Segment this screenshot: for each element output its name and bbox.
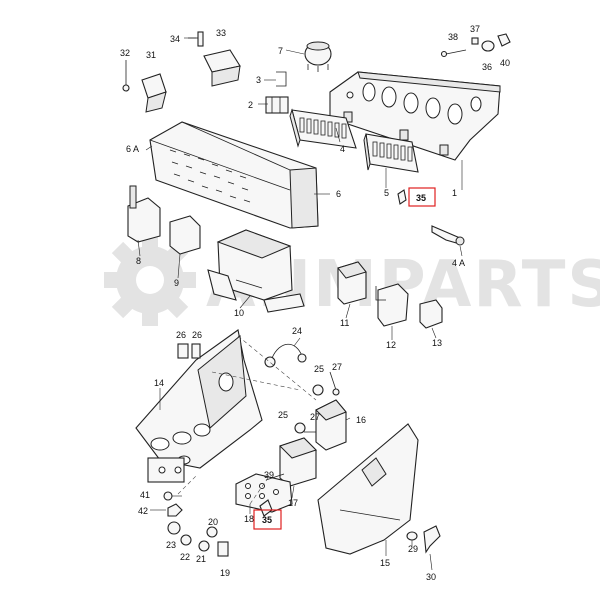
label-4: 4 xyxy=(340,144,345,154)
label-41: 41 xyxy=(140,490,150,500)
label-11: 11 xyxy=(340,318,349,328)
part-24-cable xyxy=(264,343,307,368)
label-12: 12 xyxy=(386,340,396,350)
label-30: 30 xyxy=(426,572,436,582)
label-6: 6 xyxy=(336,189,341,199)
label-27a: 27 xyxy=(332,362,342,372)
label-18: 18 xyxy=(244,514,254,524)
part-38-screw xyxy=(440,49,467,58)
part-19-bolt xyxy=(217,541,229,557)
label-24: 24 xyxy=(292,326,302,336)
label-33: 33 xyxy=(216,28,226,38)
part-37-nut xyxy=(471,37,479,45)
part-20-washer xyxy=(206,526,218,538)
label-35-bottom: 35 xyxy=(262,515,272,525)
part-26-clip-a xyxy=(177,343,189,359)
label-1: 1 xyxy=(452,188,457,198)
highlight-35-top[interactable]: 35 xyxy=(408,187,436,207)
label-17: 17 xyxy=(288,498,298,508)
label-19: 19 xyxy=(220,568,230,578)
part-40-nut xyxy=(497,33,511,47)
part-21-bolt xyxy=(198,540,210,552)
label-42: 42 xyxy=(138,506,148,516)
label-15: 15 xyxy=(380,558,390,568)
label-4a: 4 A xyxy=(452,258,465,268)
part-23-washer xyxy=(180,534,192,546)
part-42-nut xyxy=(167,503,183,517)
label-26b: 26 xyxy=(192,330,202,340)
part-13-relay xyxy=(419,299,443,329)
label-38: 38 xyxy=(448,32,458,42)
part-35-fuse-top xyxy=(397,189,407,205)
part-4-fuse-block xyxy=(289,108,357,149)
label-23: 23 xyxy=(166,540,176,550)
label-40: 40 xyxy=(500,58,510,68)
part-9-relay xyxy=(169,215,201,255)
part-7-flasher xyxy=(304,41,332,72)
label-5: 5 xyxy=(384,188,389,198)
part-32-screw xyxy=(122,60,130,92)
label-10: 10 xyxy=(234,308,244,318)
part-36-cap xyxy=(481,40,495,52)
label-35-top: 35 xyxy=(416,193,426,203)
part-labels: 1 2 3 4 4 A 5 6 6 A 7 8 9 10 11 12 13 14… xyxy=(120,24,510,582)
label-20: 20 xyxy=(208,517,218,527)
label-7: 7 xyxy=(278,46,283,56)
label-37: 37 xyxy=(470,24,480,34)
label-39: 39 xyxy=(264,470,274,480)
label-14: 14 xyxy=(154,378,164,388)
part-6-cover xyxy=(149,121,319,229)
label-9: 9 xyxy=(174,278,179,288)
part-14-bracket xyxy=(135,329,263,483)
label-26a: 26 xyxy=(176,330,186,340)
part-16-relay xyxy=(315,399,347,451)
part-4a-terminal xyxy=(431,225,465,246)
part-27-screw-a xyxy=(329,371,340,396)
part-31-relay-bracket xyxy=(141,73,167,113)
part-29-washer xyxy=(406,531,418,541)
part-2-connector xyxy=(265,96,289,114)
label-16: 16 xyxy=(356,415,366,425)
leader-lines xyxy=(137,37,463,571)
part-39-screw xyxy=(265,473,285,481)
label-21: 21 xyxy=(196,554,206,564)
label-29: 29 xyxy=(408,544,418,554)
label-31: 31 xyxy=(146,50,156,60)
part-11-relay xyxy=(337,261,367,305)
assembly-lines xyxy=(177,335,317,505)
part-26-clip-b xyxy=(191,343,201,359)
part-1-mounting-plate xyxy=(329,71,501,161)
label-22: 22 xyxy=(180,552,190,562)
part-5-fuse-block xyxy=(363,133,419,173)
label-8: 8 xyxy=(136,256,141,266)
part-30-wing-nut xyxy=(423,525,441,554)
label-25a: 25 xyxy=(314,364,324,374)
part-33-relay xyxy=(203,49,241,87)
label-13: 13 xyxy=(432,338,442,348)
part-25-screw-a xyxy=(312,384,324,396)
label-36: 36 xyxy=(482,62,492,72)
part-17-relay xyxy=(279,437,317,487)
label-27b: 27 xyxy=(310,412,320,422)
part-34-pin xyxy=(188,31,204,47)
part-10-module xyxy=(207,229,305,313)
label-32: 32 xyxy=(120,48,130,58)
part-25-screw-b xyxy=(294,422,306,434)
label-34: 34 xyxy=(170,34,180,44)
part-15-cover xyxy=(317,423,419,555)
part-18-terminal-block xyxy=(235,473,293,513)
part-12-relay xyxy=(375,283,409,327)
part-22-nut xyxy=(167,521,181,535)
highlight-35-bottom[interactable]: 35 xyxy=(253,509,282,530)
part-41-washer xyxy=(163,491,173,501)
label-2: 2 xyxy=(248,100,253,110)
label-3: 3 xyxy=(256,75,261,85)
label-25b: 25 xyxy=(278,410,288,420)
part-8-relay xyxy=(127,185,161,243)
label-6a: 6 A xyxy=(126,144,139,154)
part-3-clip xyxy=(276,71,287,87)
